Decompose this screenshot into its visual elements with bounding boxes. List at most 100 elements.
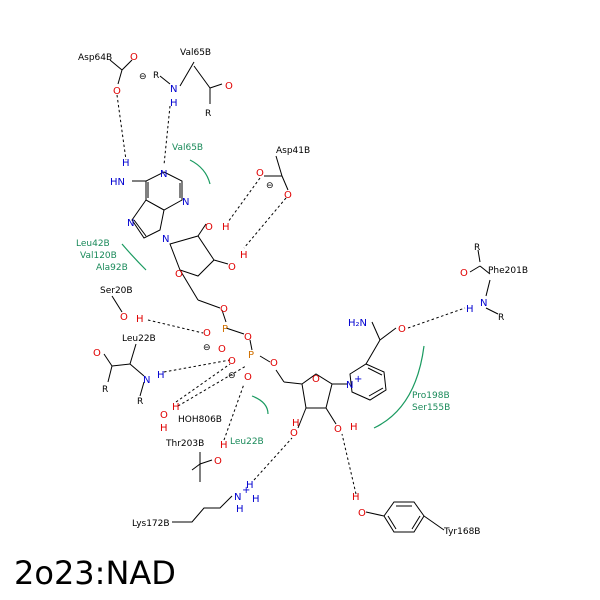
asp64-o2: O [113, 86, 121, 97]
hbond-hoh806-phosphate2 [177, 365, 247, 407]
phe201-n: N [480, 298, 487, 309]
residue-lys172: Lys172B N + H H H [132, 480, 260, 529]
adenine-n6-h: H [122, 158, 130, 169]
adenine-n9: N [162, 234, 169, 245]
lys172-n: N [234, 492, 241, 503]
nicotinamide-n1: N [346, 380, 353, 391]
asp41-label: Asp41B [276, 146, 310, 156]
hbond-tyr168-ribose [341, 433, 357, 495]
ribose-a-h2: H [222, 222, 230, 233]
asp64-charge: ⊖ [139, 72, 147, 82]
residue-tyr168: H O Tyr168B [352, 492, 480, 537]
residue-val65: Val65B R N H O R [153, 48, 233, 119]
val65-label: Val65B [180, 48, 211, 58]
leu22-r1: R [102, 385, 108, 395]
phe201-o: O [460, 268, 468, 279]
pro198-contact-arc [373, 345, 425, 429]
leu22-hydrophobic-label: Leu22B [230, 437, 264, 447]
leu22-o: O [93, 348, 101, 359]
residue-leu22: Leu22B O R N H R [93, 334, 165, 407]
leu22-h: H [157, 370, 165, 381]
hbond-leu22-phosphate [163, 359, 231, 373]
hoh806-label: HOH806B [178, 415, 222, 425]
phe201-h: H [466, 304, 474, 315]
adenine-n1: N [160, 169, 167, 180]
adenine-ring: H HN N N N N [110, 158, 189, 245]
ribose-a-o3: O [228, 262, 236, 273]
ribose-n-o2: O [290, 428, 298, 439]
val65-r2: R [205, 109, 211, 119]
hbond-lys172-ribose [253, 437, 293, 481]
hydrophobic-arcs [121, 159, 425, 429]
lys172-h3: H [236, 504, 244, 515]
val120-label: Val120B [80, 251, 117, 261]
ser20-label: Ser20B [100, 286, 133, 296]
pro198-label: Pro198B [412, 391, 450, 401]
lys172-h1: H [246, 480, 254, 491]
hbond-asp41-o2 [227, 177, 261, 223]
ribose-n-ring-o: O [312, 374, 320, 385]
residue-asp64: Asp64B O O ⊖ [78, 52, 147, 97]
phe201-r2: R [498, 313, 504, 323]
leu22-n: N [143, 375, 150, 386]
hbond-hoh806-phosphate [175, 363, 231, 403]
adenine-n7: N [127, 218, 134, 229]
lys172-h2: H [252, 494, 260, 505]
val65-h: H [170, 98, 178, 109]
val65-contact-arc [189, 159, 211, 185]
leu22-label: Leu22B [122, 334, 156, 344]
asp41-charge: ⊖ [266, 181, 274, 191]
val65-hydrophobic-label: Val65B [172, 143, 203, 153]
thr203-o: O [214, 456, 222, 467]
phe201-r1: R [474, 243, 480, 253]
diagram-title: 2o23:NAD [14, 554, 176, 592]
pp-bridge-o: O [244, 332, 252, 343]
adenine-n3: N [182, 197, 189, 208]
pyrophosphate: O P O O ⊖ O P O O ⊖ O [203, 304, 278, 383]
residue-ser20: Ser20B O H [100, 286, 144, 325]
phe201-label: Phe201B [488, 266, 528, 276]
ser20-h: H [136, 314, 144, 325]
hbond-phe201-amide [407, 307, 466, 329]
pn-o2: O [244, 372, 252, 383]
hoh806-o: O [160, 410, 168, 421]
tyr168-label: Tyr168B [443, 527, 480, 537]
asp64-label: Asp64B [78, 53, 112, 63]
nicotinamide-n1-charge: + [354, 374, 362, 385]
pn-atom: P [248, 350, 254, 361]
pp-o-link1: O [220, 304, 228, 315]
lys172-charge: + [242, 485, 250, 496]
ribose-n-h2: H [292, 418, 300, 429]
hydrogen-bonds [116, 94, 466, 495]
pa-o1: O [203, 328, 211, 339]
asp41-o2: O [284, 190, 292, 201]
ribose-a-ring-o: O [175, 269, 183, 280]
hoh806-h1: H [172, 402, 180, 413]
hbond-val65-adenine [163, 105, 171, 166]
tyr168-o: O [358, 508, 366, 519]
nicotinamide-ring: N + O H₂N [346, 318, 406, 401]
asp41-o1: O [256, 168, 264, 179]
pa-charge: ⊖ [203, 343, 211, 353]
asp64-o1: O [130, 52, 138, 63]
nicotinamide-o7: O [398, 324, 406, 335]
leu22-r2: R [137, 397, 143, 407]
ser20-o: O [120, 312, 128, 323]
ribose-a-o2: O [205, 222, 213, 233]
ribose-n-h3: H [350, 422, 358, 433]
lys172-label: Lys172B [132, 519, 170, 529]
water-hoh806: O H H HOH806B [160, 402, 222, 434]
hbond-thr203-phosphate [223, 383, 245, 441]
val65-o: O [225, 81, 233, 92]
residue-phe201: Phe201B R O N H R [460, 243, 528, 323]
leu22-contact-arc [251, 395, 269, 415]
thr203-label: Thr203B [165, 439, 204, 449]
hoh806-h2: H [160, 423, 168, 434]
val65-n: N [170, 84, 177, 95]
residue-thr203: Thr203B O H [165, 439, 228, 482]
pn-charge: ⊖ [228, 371, 236, 381]
nicotinamide-ribose: O O H O H [275, 369, 358, 439]
pa-atom: P [222, 324, 228, 335]
thr203-h: H [220, 440, 228, 451]
